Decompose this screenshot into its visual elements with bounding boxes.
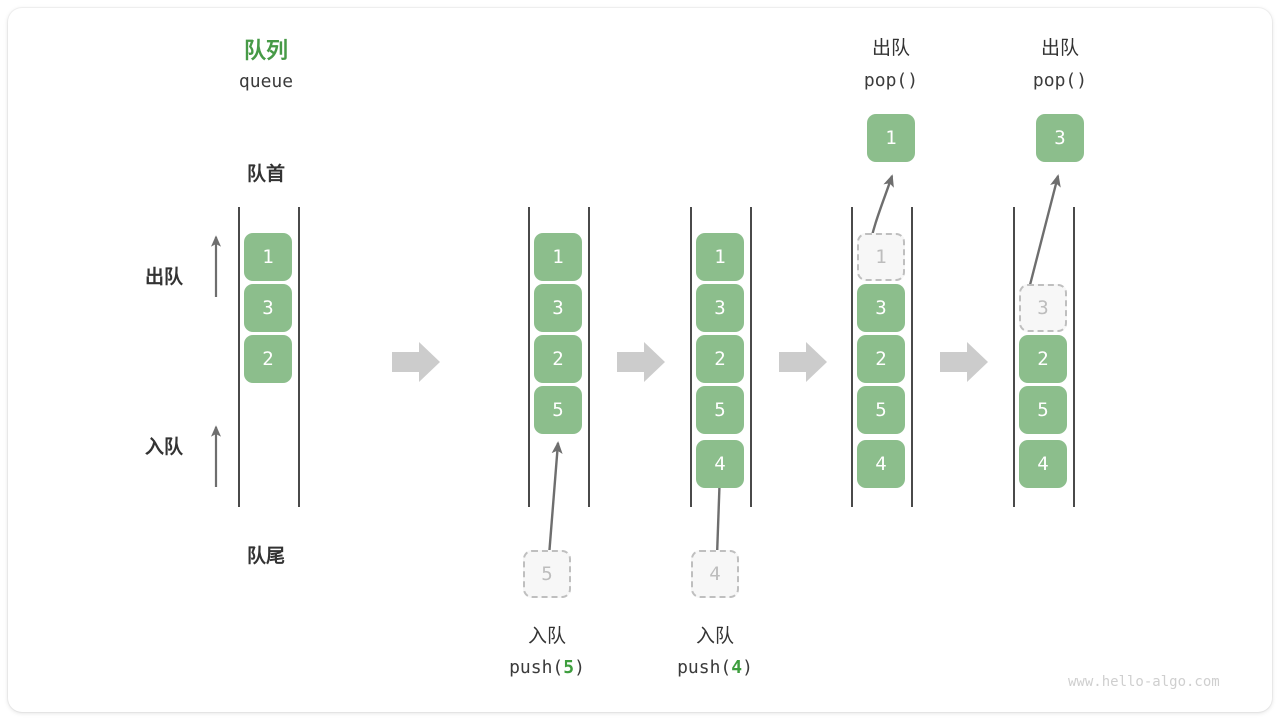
queue-cell-ghost: 1 (857, 233, 905, 281)
queue-cell: 3 (696, 284, 744, 332)
queue-cell: 5 (534, 386, 582, 434)
side-label-push: 入队 (144, 437, 183, 458)
page-title-cn: 队列 (243, 38, 288, 63)
queue-cell: 2 (244, 335, 292, 383)
queue-cell: 2 (1019, 335, 1067, 383)
push-code-prefix: push( (509, 657, 564, 678)
queue-cell: 2 (696, 335, 744, 383)
queue-cell: 2 (857, 335, 905, 383)
pop-caption-cn: 出队 (1040, 38, 1079, 59)
push-caption-code: push(5) (477, 657, 617, 678)
watermark: www.hello-algo.com (1068, 674, 1220, 690)
front-label: 队首 (246, 164, 285, 185)
queue-cell: 5 (857, 386, 905, 434)
queue-rail-left (1013, 207, 1015, 507)
queue-rail-left (851, 207, 853, 507)
queue-cell: 5 (1019, 386, 1067, 434)
pop-caption-cn: 出队 (871, 38, 910, 59)
pop-caption-code: pop() (863, 70, 919, 91)
queue-cell: 2 (534, 335, 582, 383)
push-code-arg: 4 (731, 657, 743, 678)
queue-rail-left (238, 207, 240, 507)
queue-rail-right (750, 207, 752, 507)
step-arrow-4 (940, 342, 988, 382)
push-caption-code: push(4) (645, 657, 785, 678)
queue-rail-left (528, 207, 530, 507)
step-arrow-3 (779, 342, 827, 382)
queue-cell: 1 (696, 233, 744, 281)
push-code-suffix: ) (742, 657, 753, 678)
queue-rail-right (298, 207, 300, 507)
queue-cell: 4 (857, 440, 905, 488)
side-label-pop: 出队 (144, 267, 183, 288)
queue-cell: 3 (244, 284, 292, 332)
queue-cell-ghost: 3 (1019, 284, 1067, 332)
queue-rail-right (1073, 207, 1075, 507)
push-code-suffix: ) (574, 657, 585, 678)
queue-cell: 1 (244, 233, 292, 281)
queue-cell: 4 (1019, 440, 1067, 488)
incoming-ghost-cell: 4 (691, 550, 739, 598)
popped-cell: 3 (1036, 114, 1084, 162)
push-caption-cn: 入队 (695, 626, 734, 647)
rear-label: 队尾 (246, 546, 285, 567)
pop-arrow-3 (1024, 174, 1061, 301)
incoming-ghost-cell: 5 (523, 550, 571, 598)
queue-rail-right (588, 207, 590, 507)
page-title-en: queue (238, 71, 294, 92)
queue-cell: 3 (534, 284, 582, 332)
step-arrow-1 (392, 342, 440, 382)
popped-cell: 1 (867, 114, 915, 162)
queue-cell: 4 (696, 440, 744, 488)
queue-cell: 3 (857, 284, 905, 332)
push-code-arg: 5 (563, 657, 575, 678)
queue-cell: 5 (696, 386, 744, 434)
queue-rail-right (911, 207, 913, 507)
queue-cell: 1 (534, 233, 582, 281)
push-code-prefix: push( (677, 657, 732, 678)
push-arrow-5 (547, 441, 563, 557)
pop-caption-code: pop() (1032, 70, 1088, 91)
step-arrow-2 (617, 342, 665, 382)
queue-rail-left (690, 207, 692, 507)
push-caption-cn: 入队 (527, 626, 566, 647)
